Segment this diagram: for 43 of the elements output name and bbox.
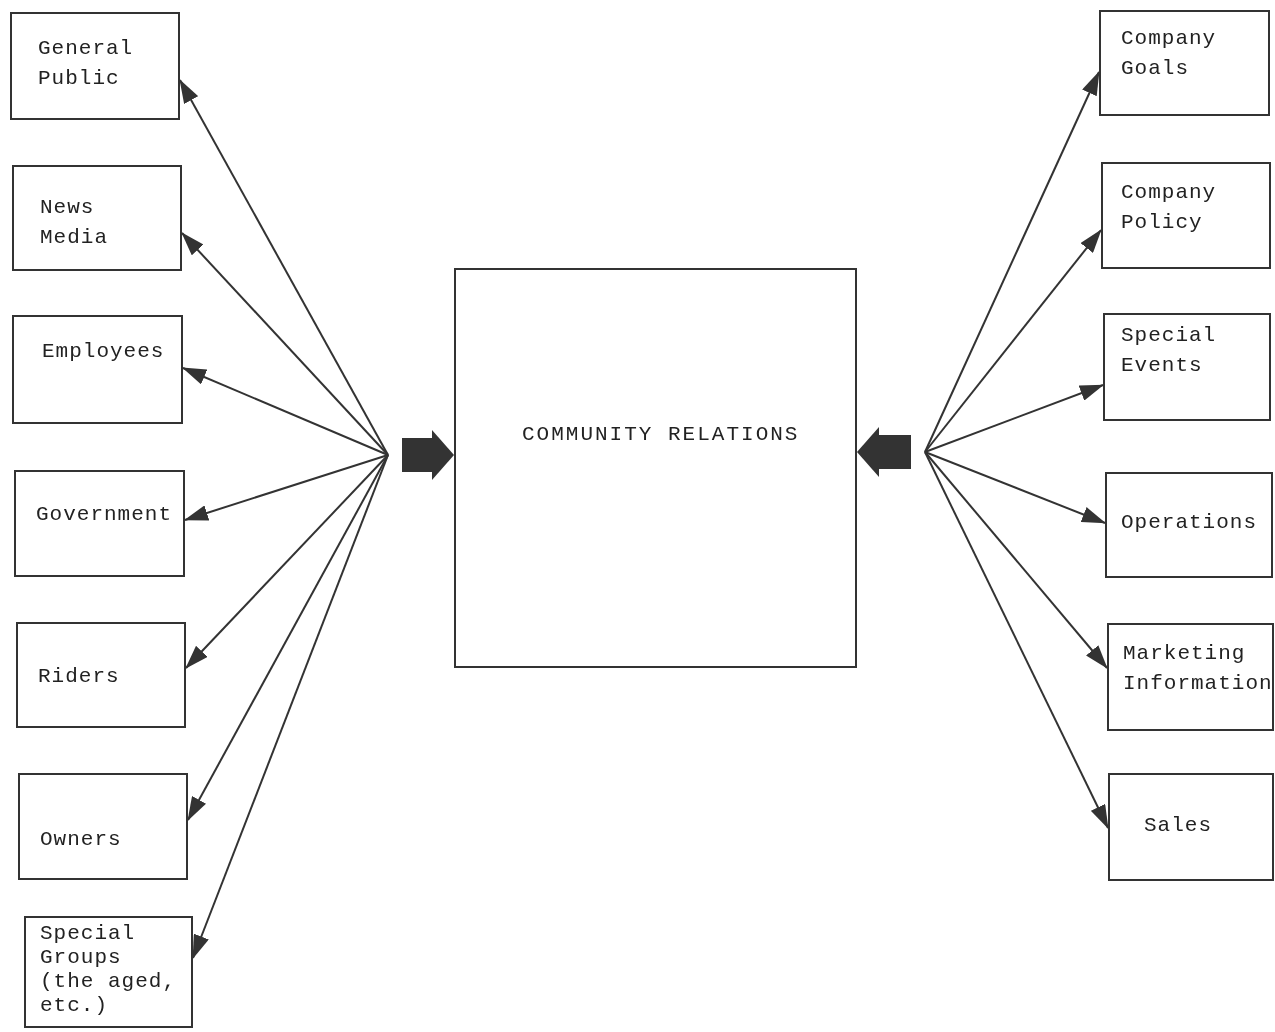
arrow — [182, 367, 389, 456]
arrow — [179, 79, 389, 456]
stakeholder-box — [16, 622, 186, 728]
stakeholder-box — [1099, 10, 1270, 116]
stakeholder-box — [1107, 623, 1274, 731]
arrow — [924, 71, 1100, 453]
box-label: Government — [36, 502, 174, 528]
arrow — [185, 454, 389, 669]
box-label: Marketing Information — [1123, 641, 1270, 698]
stakeholder-box — [1101, 162, 1271, 269]
block-arrow — [402, 430, 454, 480]
box-label: Owners — [40, 827, 123, 853]
stakeholder-box — [1108, 773, 1274, 881]
arrow — [192, 454, 389, 959]
arrow — [184, 454, 389, 521]
stakeholder-box — [14, 470, 185, 577]
arrow — [924, 451, 1106, 524]
box-label: COMMUNITY RELATIONS — [522, 422, 801, 448]
arrow — [924, 229, 1102, 453]
block-arrow — [857, 427, 911, 477]
arrow — [924, 451, 1108, 669]
box-label: Special Events — [1121, 323, 1218, 380]
box-label: News Media — [40, 195, 109, 252]
stakeholder-box — [12, 315, 183, 424]
stakeholder-box — [10, 12, 180, 120]
box-label: Employees — [42, 339, 166, 365]
stakeholder-box — [1105, 472, 1273, 578]
box-label: Company Goals — [1121, 26, 1218, 83]
box-label: Operations — [1121, 510, 1259, 536]
arrow — [187, 454, 389, 821]
box-label: General Public — [38, 36, 135, 93]
arrow — [924, 384, 1104, 453]
box-label: Special Groups (the aged, etc.) — [40, 922, 178, 1019]
box-label: Sales — [1144, 813, 1213, 839]
arrow — [181, 232, 389, 456]
stakeholder-box — [1103, 313, 1271, 421]
central-box — [454, 268, 857, 668]
stakeholder-box — [12, 165, 182, 271]
box-label: Riders — [38, 664, 121, 690]
stakeholder-box — [18, 773, 188, 880]
stakeholder-box — [24, 916, 193, 1028]
box-label: Company Policy — [1121, 180, 1218, 237]
arrow — [924, 451, 1109, 829]
